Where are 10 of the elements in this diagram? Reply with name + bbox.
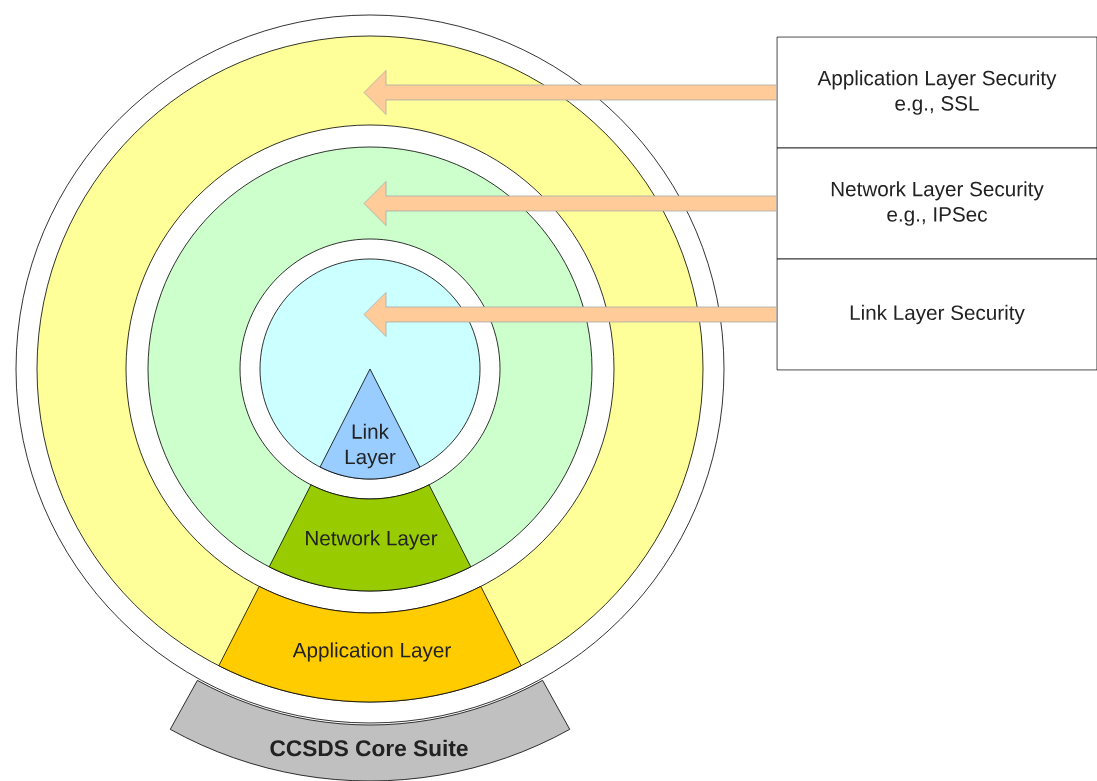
arrow bbox=[363, 181, 777, 226]
security-box: Link Layer Security bbox=[776, 258, 1097, 371]
security-box: Network Layer Security e.g., IPSec bbox=[776, 147, 1097, 260]
base-band: CCSDS Core Suite bbox=[169, 679, 571, 781]
arrow bbox=[363, 70, 777, 115]
security-box: Application Layer Security e.g., SSL bbox=[776, 36, 1097, 149]
layer-wedge: Network Layer bbox=[268, 484, 472, 592]
arrow bbox=[363, 292, 777, 337]
layer-wedge: Application Layer bbox=[218, 586, 522, 703]
layer-wedge: Link Layer bbox=[319, 368, 421, 480]
